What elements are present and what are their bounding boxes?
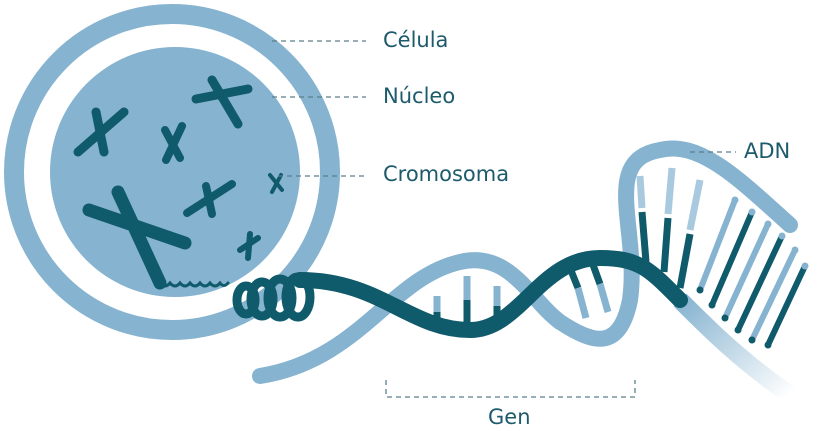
dna-tail-fade	[680, 300, 790, 395]
base-pair	[680, 180, 700, 288]
label-nucleus: Núcleo	[383, 86, 455, 107]
gene-bracket	[386, 380, 635, 397]
base-pairs	[437, 168, 700, 330]
base-pair	[640, 176, 646, 262]
label-chromosome: Cromosoma	[383, 164, 509, 185]
label-gene: Gen	[488, 407, 531, 428]
base-pair	[664, 168, 672, 272]
label-cell: Célula	[383, 30, 448, 51]
nucleus	[50, 47, 300, 297]
base-pair	[592, 262, 608, 312]
base-pair	[570, 268, 586, 318]
label-dna: ADN	[744, 141, 790, 162]
